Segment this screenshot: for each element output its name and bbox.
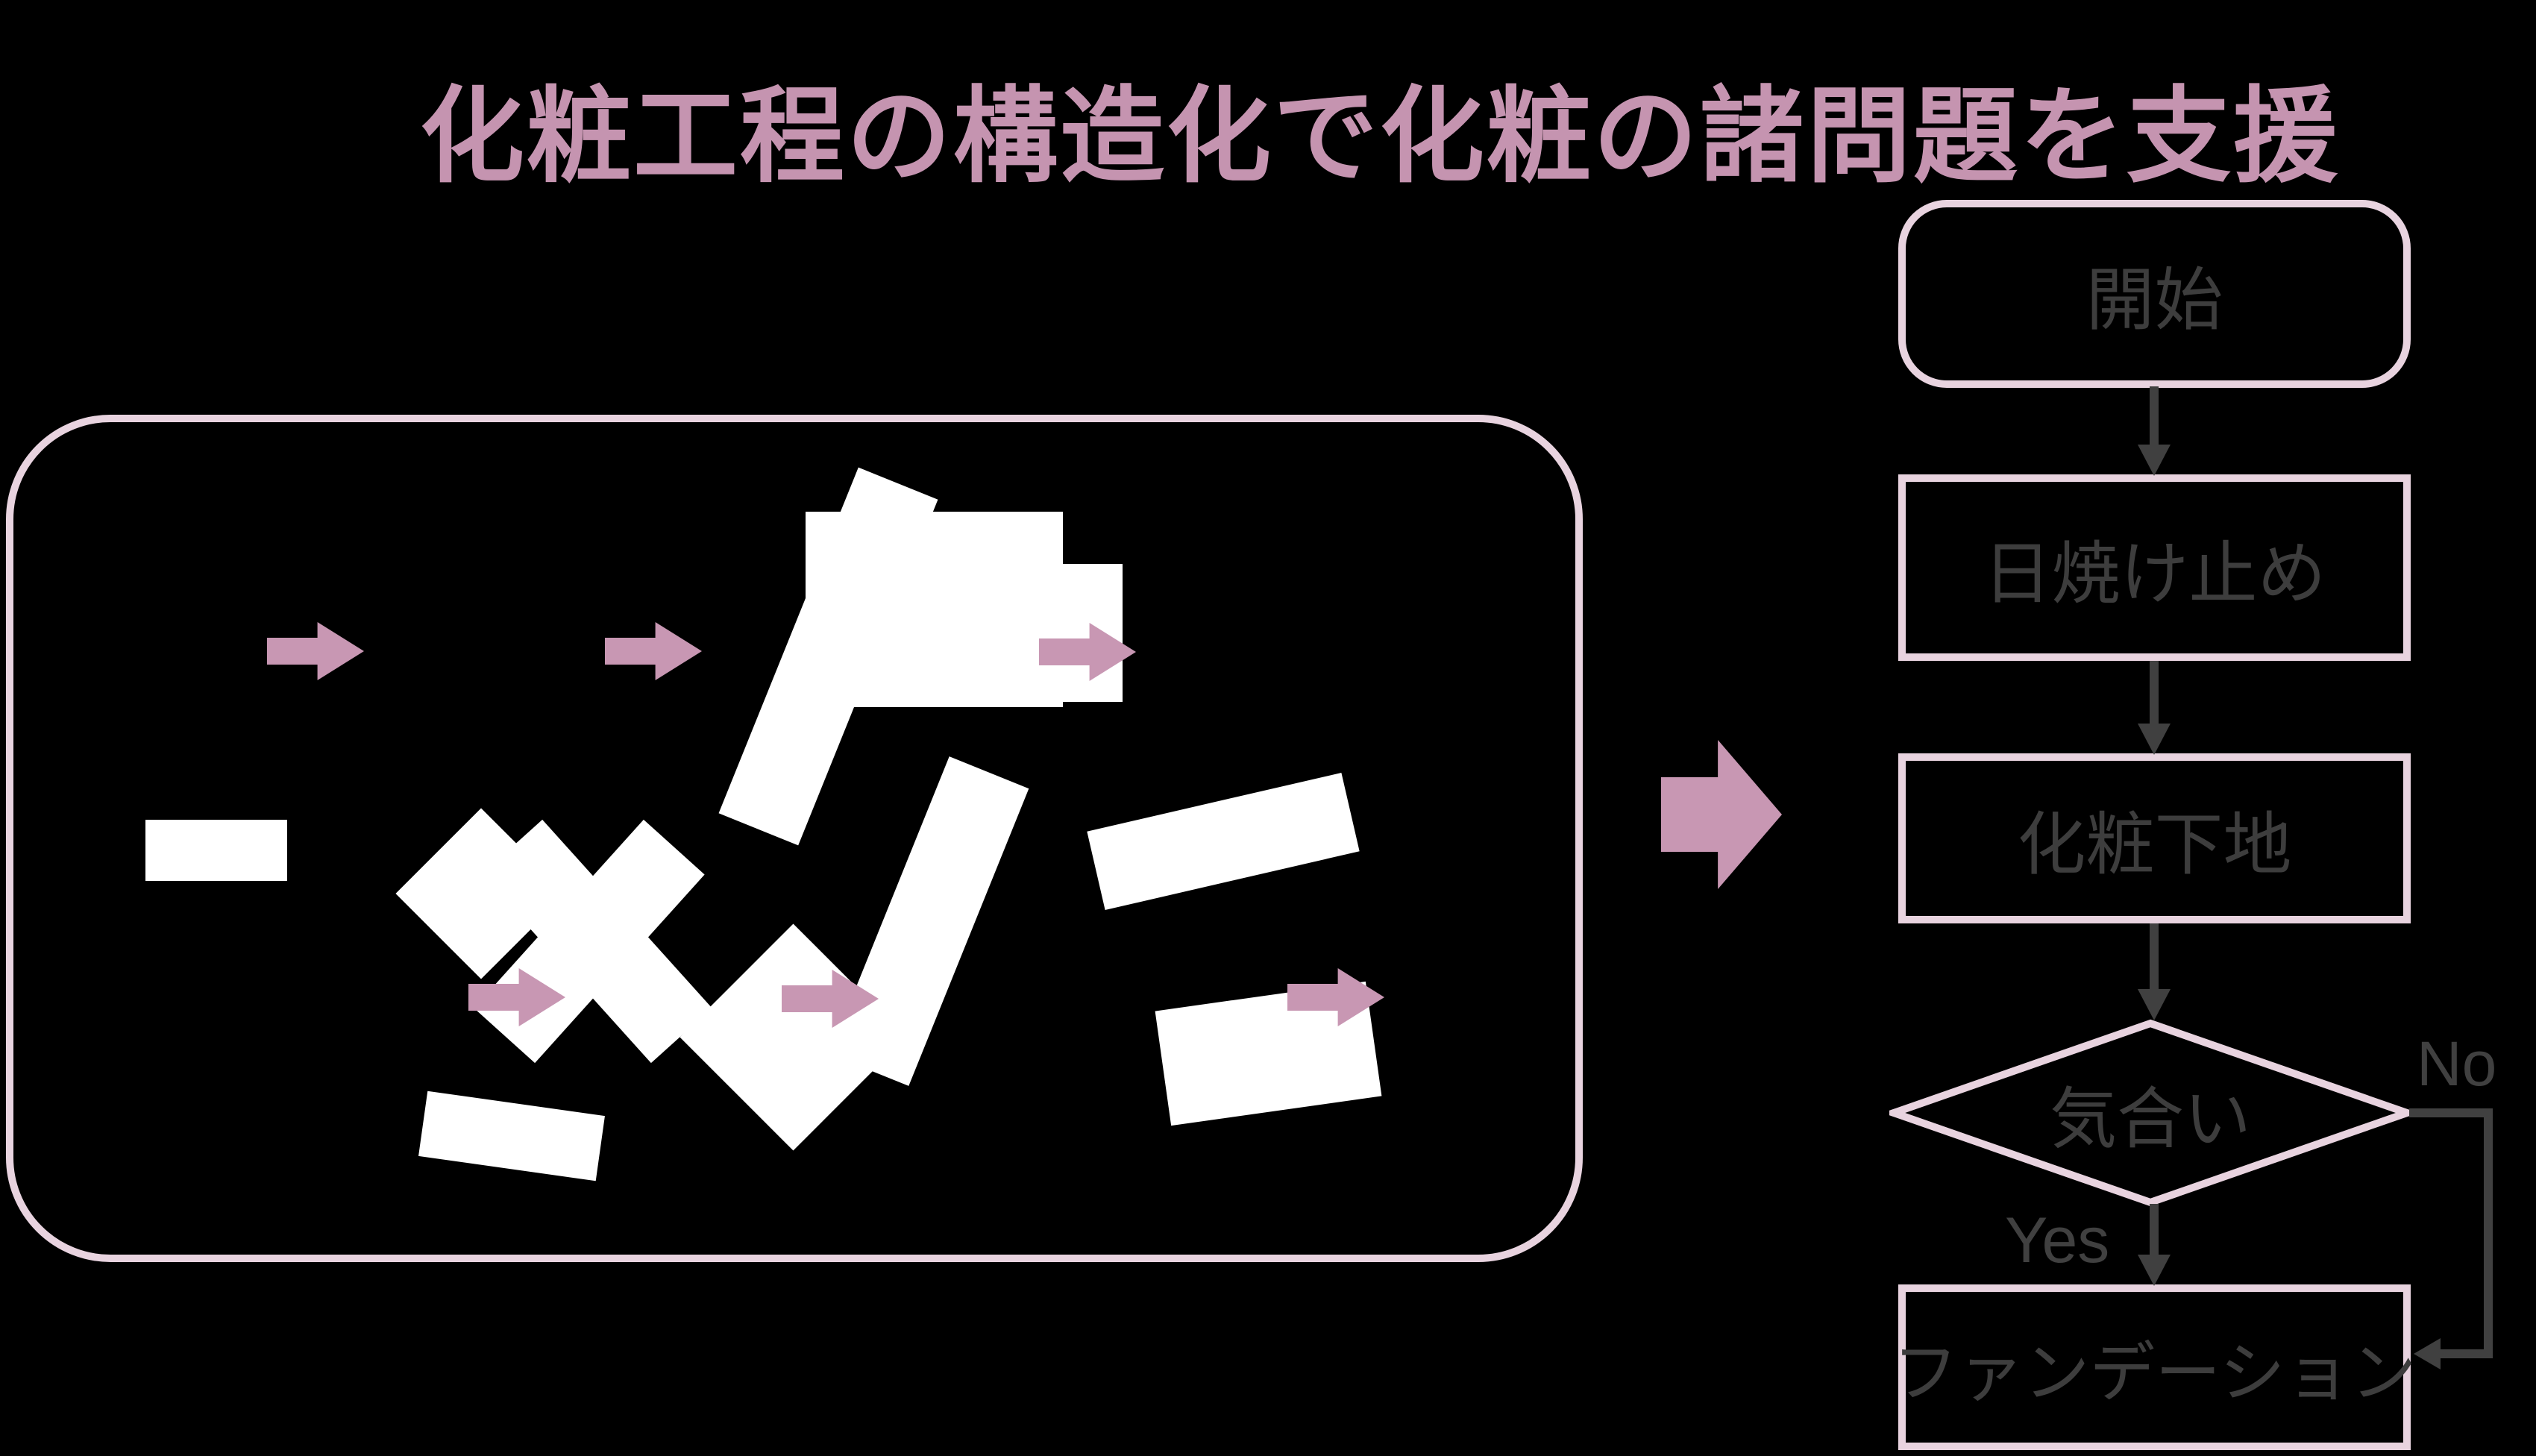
scatter-rect	[1055, 563, 1123, 702]
arrow-head-icon	[2138, 989, 2171, 1020]
arrow-shaft	[2150, 923, 2159, 992]
flow-node-label: 化粧下地	[2017, 806, 2292, 883]
branch-label-no: No	[2417, 1029, 2497, 1099]
decision-diamond-outline	[1889, 1019, 2411, 1207]
flow-node-start: 開始	[1898, 200, 2411, 388]
flow-node-label: 開始	[2085, 262, 2223, 339]
scatter-rect	[145, 820, 287, 881]
flow-node-label: ファンデーション	[1892, 1335, 2417, 1410]
flow-node-label: 気合い	[2050, 1082, 2251, 1157]
arrow-head-icon	[2138, 1255, 2171, 1286]
flow-down-arrow	[2138, 386, 2171, 476]
page-title: 化粧工程の構造化で化粧の諸問題を支援	[419, 78, 2340, 195]
flow-down-arrow	[2138, 1204, 2171, 1286]
arrow-head-icon	[2138, 445, 2171, 476]
no-loop-connector	[2409, 1108, 2493, 1369]
arrow-shaft	[2150, 1204, 2159, 1258]
flow-down-arrow	[2138, 661, 2171, 755]
arrow-head-icon	[2138, 724, 2171, 755]
flow-node-base: 化粧下地	[1898, 753, 2411, 923]
scatter-rect	[805, 512, 1063, 707]
branch-label-yes: Yes	[2005, 1205, 2110, 1276]
arrow-shaft	[2150, 661, 2159, 727]
flow-node-sunscreen: 日焼け止め	[1898, 474, 2411, 661]
flow-node-label: 日焼け止め	[1983, 536, 2326, 612]
flow-node-foundation: ファンデーション	[1892, 1284, 2417, 1450]
transform-arrow-icon	[1661, 740, 1782, 889]
flow-decision-motivation: 気合い	[1889, 1019, 2411, 1207]
flow-down-arrow	[2138, 923, 2171, 1020]
arrow-shaft	[2150, 386, 2159, 448]
